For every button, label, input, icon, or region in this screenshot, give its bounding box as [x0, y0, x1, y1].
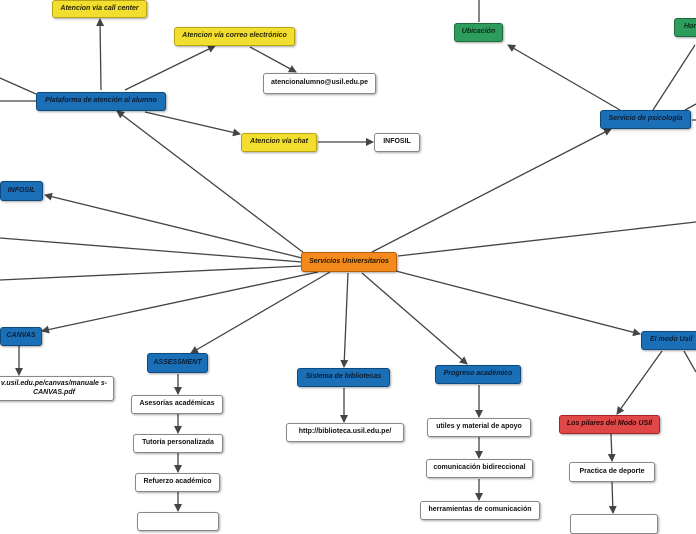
- edge-modousil-pilares: [616, 350, 663, 415]
- edge-psicologia-right: [684, 103, 696, 111]
- edge-plataforma-chat: [144, 111, 241, 137]
- servicios-universitarios-node[interactable]: Servicios Universitarios: [301, 252, 397, 272]
- edge-central-psicologia: [371, 128, 612, 253]
- tutoria-personalizada-node[interactable]: Tutoría personalizada: [133, 434, 223, 453]
- refuerzo-academico-node[interactable]: Refuerzo académico: [135, 473, 220, 492]
- herramientas-comunicacion-node[interactable]: herramientas de comunicación: [420, 501, 540, 520]
- servicio-psicologia-node[interactable]: Servicio de psicología: [600, 110, 691, 129]
- practica-deporte-node[interactable]: Practica de deporte: [569, 462, 655, 482]
- comunicacion-bidireccional-node[interactable]: comunicación bidireccional: [426, 459, 533, 478]
- edge-central-modousil: [391, 269, 641, 337]
- sistema-bibliotecas-node[interactable]: Sistema de bibliotecas: [297, 368, 390, 387]
- edge-central-progreso: [361, 272, 468, 365]
- edge-central-right: [397, 221, 696, 257]
- edge-correo-email: [249, 46, 297, 73]
- edge-central-assessment: [190, 271, 331, 354]
- edge-plataforma-correo: [124, 45, 216, 91]
- edge-psicologia-horario: [652, 44, 696, 111]
- edge-central-biblioteca: [340, 272, 349, 368]
- edge-plataforma-callcenter: [96, 18, 105, 91]
- edge-central-left-1: [0, 237, 303, 263]
- canvas-manual-url-node[interactable]: v.usil.edu.pe/canvas/manuale s-CANVAS.pd…: [0, 376, 114, 401]
- edge-plataforma-left-up: [0, 77, 37, 95]
- utiles-material-node[interactable]: utiles y material de apoyo: [427, 418, 531, 437]
- chat-infosil-node[interactable]: INFOSIL: [374, 133, 420, 152]
- atencion-correo-node[interactable]: Atencion vía correo electrónico: [174, 27, 295, 46]
- edge-deporte-next: [608, 481, 617, 514]
- atencion-call-center-node[interactable]: Atencion vía call center: [52, 0, 147, 18]
- edge-central-plataforma: [116, 110, 305, 254]
- canvas-node[interactable]: CANVAS: [0, 327, 42, 346]
- edge-central-infosil: [44, 192, 303, 259]
- horario-node[interactable]: Hora: [674, 18, 696, 37]
- edge-pilares-deporte: [607, 433, 616, 462]
- assessment-node[interactable]: ASSESSMENT: [147, 353, 208, 373]
- asesorias-academicas-node[interactable]: Asesorías académicas: [131, 395, 223, 414]
- plataforma-atencion-node[interactable]: Plataforma de atención al alumno: [36, 92, 166, 111]
- edge-modousil-right: [683, 350, 696, 373]
- connector-lines: [0, 0, 696, 514]
- biblioteca-url-node[interactable]: http://biblioteca.usil.edu.pe/: [286, 423, 404, 442]
- progreso-academico-node[interactable]: Progreso académico: [435, 365, 521, 384]
- modo-usil-next-node[interactable]: [570, 514, 658, 534]
- edge-central-left-2: [0, 265, 303, 281]
- infosil-node[interactable]: INFOSIL: [0, 181, 43, 201]
- assessment-next-node[interactable]: [137, 512, 219, 531]
- edge-central-canvas: [41, 271, 319, 334]
- modo-usil-node[interactable]: El modo Usil: [641, 331, 696, 350]
- pilares-modo-usil-node[interactable]: Los pilares del Modo USIl: [559, 415, 660, 434]
- edge-psicologia-ubicacion: [507, 44, 621, 111]
- ubicacion-node[interactable]: Ubicación: [454, 23, 503, 42]
- correo-email-node[interactable]: atencionalumno@usil.edu.pe: [263, 73, 376, 94]
- atencion-chat-node[interactable]: Atencion vía chat: [241, 133, 317, 152]
